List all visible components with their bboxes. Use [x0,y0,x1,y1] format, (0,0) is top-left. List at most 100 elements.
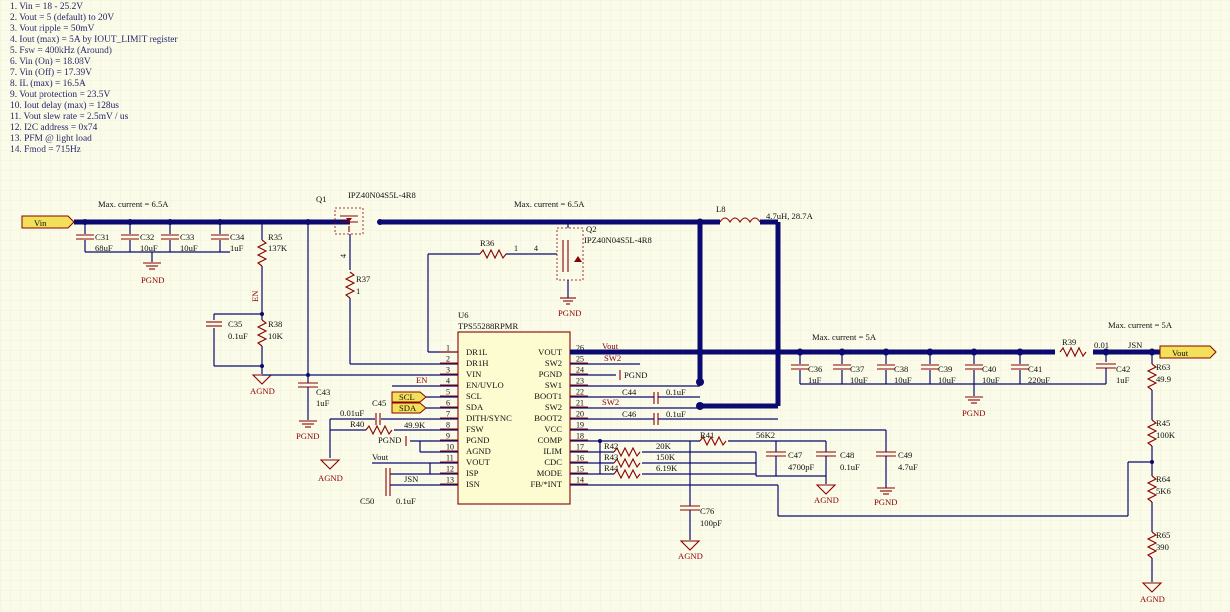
svg-text:R35: R35 [268,232,282,242]
svg-text:4.7uH, 28.7A: 4.7uH, 28.7A [766,211,814,221]
svg-text:1uF: 1uF [316,398,330,408]
svg-text:R36: R36 [480,238,495,248]
c35-capacitor [206,321,222,327]
svg-text:0.1uF: 0.1uF [840,462,860,472]
svg-text:10uF: 10uF [850,375,868,385]
svg-text:56K2: 56K2 [756,430,775,440]
svg-text:4: 4 [534,244,538,253]
svg-text:R39: R39 [1062,337,1076,347]
agnd-symbol-c76: AGND [678,540,703,561]
svg-text:Q1: Q1 [316,194,327,204]
pgnd-symbol-c43: PGND [296,420,319,441]
svg-text:18: 18 [576,432,584,441]
svg-text:R42: R42 [604,441,618,451]
vout-port[interactable] [1159,345,1217,359]
svg-text:C33: C33 [180,232,194,242]
scl-port[interactable] [391,391,427,403]
output-current-label: Max. current = 5A [812,332,877,342]
svg-text:0.1uF: 0.1uF [666,387,686,397]
svg-text:0.01: 0.01 [1094,340,1109,350]
svg-text:SDA: SDA [399,403,417,413]
vin-port[interactable] [21,215,75,229]
svg-text:4: 4 [446,377,450,386]
svg-text:C43: C43 [316,387,330,397]
pgnd-symbol-q2: PGND [558,297,581,318]
svg-text:SDA: SDA [466,402,484,412]
svg-text:DR1H: DR1H [466,358,488,368]
r42-resistor [613,446,641,458]
svg-text:L8: L8 [716,204,726,214]
svg-text:23: 23 [576,377,584,386]
svg-text:AGND: AGND [318,473,343,483]
r45-resistor [1146,419,1158,447]
svg-text:Q2: Q2 [586,224,597,234]
svg-text:100K: 100K [1156,430,1176,440]
svg-text:DR1L: DR1L [466,347,487,357]
svg-text:10uF: 10uF [180,243,198,253]
svg-text:11: 11 [446,454,454,463]
svg-text:SW2: SW2 [602,397,619,407]
svg-text:4700pF: 4700pF [788,462,814,472]
sense-current-label: Max. current = 5A [1108,320,1173,330]
svg-text:1: 1 [514,244,518,253]
svg-text:22: 22 [576,388,584,397]
svg-text:R37: R37 [356,274,371,284]
svg-text:JSN: JSN [404,474,419,484]
svg-text:100pF: 100pF [700,518,722,528]
svg-text:C34: C34 [230,232,245,242]
agnd-symbol-r40: AGND [318,459,343,483]
svg-text:10uF: 10uF [140,243,158,253]
pgnd-symbol-output: PGND [962,396,985,418]
svg-text:PGND: PGND [558,308,581,318]
svg-text:24: 24 [576,366,584,375]
svg-text:JSN: JSN [1128,340,1143,350]
svg-text:49.9K: 49.9K [404,420,426,430]
svg-text:15: 15 [576,465,584,474]
svg-text:VIN: VIN [466,369,482,379]
svg-text:R64: R64 [1156,474,1171,484]
r44-resistor [613,468,641,480]
svg-text:C76: C76 [700,506,715,516]
svg-text:10: 10 [446,443,454,452]
svg-text:C45: C45 [372,398,386,408]
svg-text:R44: R44 [604,463,619,473]
svg-text:AGND: AGND [466,446,491,456]
svg-text:10uF: 10uF [938,375,956,385]
svg-text:TPS55288RPMR: TPS55288RPMR [458,321,518,331]
svg-text:CDC: CDC [544,457,562,467]
svg-text:1uF: 1uF [230,243,244,253]
sda-port[interactable] [391,402,427,414]
svg-text:8: 8 [446,421,450,430]
svg-text:BOOT1: BOOT1 [534,391,562,401]
u6-ic-body [457,331,571,505]
svg-text:0.1uF: 0.1uF [666,409,686,419]
svg-text:20: 20 [576,410,584,419]
svg-text:C49: C49 [898,450,912,460]
svg-text:IPZ40N04S5L-4R8: IPZ40N04S5L-4R8 [584,235,652,245]
svg-text:C48: C48 [840,450,854,460]
svg-text:SCL: SCL [466,391,482,401]
svg-text:PGND: PGND [874,497,897,507]
svg-text:R40: R40 [350,419,364,429]
bridge-current-label: Max. current = 6.5A [514,199,585,209]
svg-text:150K: 150K [656,452,676,462]
r38-resistor [256,319,268,347]
svg-text:C44: C44 [622,387,637,397]
svg-text:SW2: SW2 [545,402,562,412]
svg-text:C31: C31 [95,232,109,242]
svg-text:R45: R45 [1156,418,1170,428]
u6-pin-10: 10 AGND [440,443,491,456]
svg-text:C40: C40 [982,364,996,374]
c50-capacitor [385,468,391,496]
l8-inductor [719,217,761,224]
